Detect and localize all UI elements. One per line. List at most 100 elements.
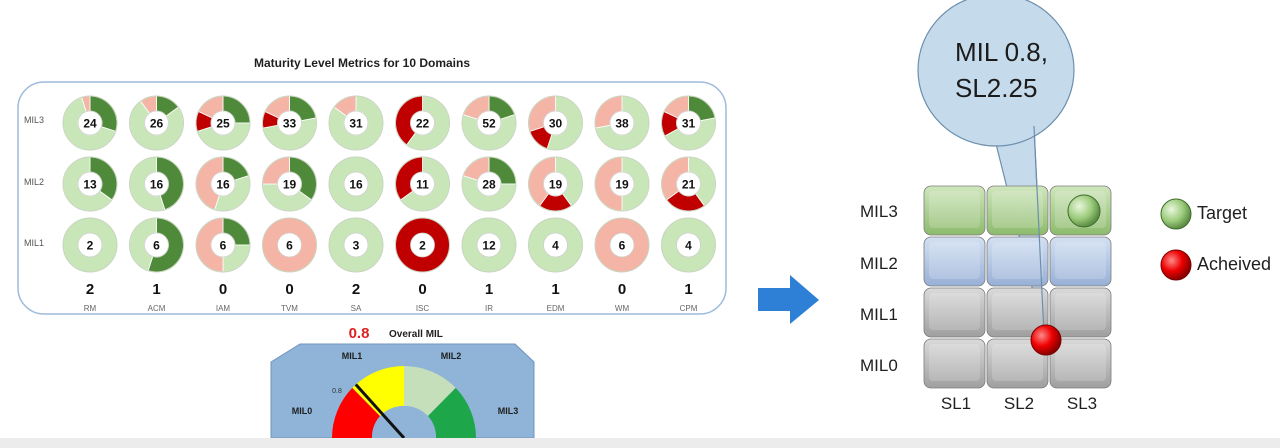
legend-target-icon (1160, 198, 1192, 230)
donut-outline (528, 217, 583, 273)
gauge-sector-mil0 (332, 387, 380, 438)
domain-name-ir: IR (485, 304, 493, 313)
callout-line-2: SL2.25 (955, 73, 1038, 103)
donut-hole (676, 110, 701, 136)
donut-hole (77, 232, 103, 258)
grid-cell-mil2-sl3 (1049, 236, 1112, 287)
donut-hole (543, 171, 568, 197)
panel-title: Maturity Level Metrics for 10 Domains (254, 56, 470, 70)
donut-outline (195, 95, 251, 151)
domain-score-sa: 2 (352, 281, 360, 298)
donut-total: 26 (150, 117, 164, 131)
donut-cpm-mil1: 4 (661, 217, 716, 273)
donut-tvm-mil2: 19 (262, 156, 317, 212)
donut-segment (661, 218, 716, 272)
callout-bubble (917, 0, 1075, 147)
donut-outline (661, 95, 716, 151)
donut-outline (129, 217, 184, 273)
donut-hole (410, 232, 435, 258)
donut-hole (144, 110, 169, 136)
donut-total: 28 (482, 178, 496, 192)
grid-cell-mil3-sl1 (923, 185, 986, 236)
donut-total: 6 (153, 239, 160, 253)
donut-outline (594, 217, 650, 273)
overall-mil-value: 0.8 (349, 325, 370, 342)
donut-cpm-mil2: 21 (661, 156, 716, 212)
donut-segment (462, 218, 516, 272)
donut-outline (461, 217, 517, 273)
donut-hole (77, 171, 103, 197)
legend-achieved-label: Acheived (1197, 254, 1272, 274)
donut-grid: 241322RM261661ACM251660IAM331960TVM31163… (62, 95, 716, 313)
donut-hole (343, 171, 369, 197)
callout-pointer (1033, 125, 1045, 336)
legend-target-label: Target (1197, 203, 1248, 223)
donut-tvm-mil3: 33 (262, 95, 317, 151)
donut-outline (528, 156, 583, 212)
domain-name-isc: ISC (416, 304, 430, 313)
donut-outline (62, 217, 118, 273)
target-marker (1067, 194, 1101, 228)
donut-total: 4 (685, 239, 692, 253)
achieved-marker (1030, 324, 1062, 356)
grid-cell-mil1-sl3 (1049, 287, 1112, 338)
donut-outline (461, 156, 517, 212)
donut-total: 16 (150, 178, 164, 192)
grid-cell-mil0-sl2 (986, 338, 1049, 389)
donut-hole (609, 110, 635, 136)
row-label-mil1: MIL1 (24, 238, 44, 248)
donut-segment (63, 218, 117, 272)
donut-outline (195, 156, 251, 212)
donut-outline (328, 217, 384, 273)
donut-segment (329, 218, 383, 272)
donut-outline (395, 95, 450, 151)
donut-wm-mil1: 6 (594, 217, 650, 273)
donut-ir-mil2: 28 (461, 156, 517, 212)
bottom-strip (0, 438, 1280, 448)
donut-rm-mil1: 2 (62, 217, 118, 273)
right-arrow-icon (758, 275, 819, 324)
domain-score-ir: 1 (485, 281, 493, 298)
donut-total: 21 (682, 178, 696, 192)
donut-sa-mil1: 3 (328, 217, 384, 273)
gauge-needle-label: 0.8 (332, 388, 342, 395)
donut-hole (277, 232, 302, 258)
grid-col-label-sl3: SL3 (1066, 394, 1098, 413)
legend-achieved-icon (1160, 249, 1192, 281)
donut-hole (410, 110, 435, 136)
gauge-label-mil0: MIL0 (292, 406, 313, 416)
donut-hole (343, 110, 369, 136)
grid-cell-mil2-sl1 (923, 236, 986, 287)
donut-outline (262, 156, 317, 212)
donut-wm-mil2: 19 (594, 156, 650, 212)
donut-total: 33 (283, 117, 297, 131)
donut-total: 2 (87, 239, 94, 253)
donut-hole (476, 232, 502, 258)
donut-total: 19 (615, 178, 629, 192)
domain-score-tvm: 0 (285, 281, 293, 298)
overall-mil-title: Overall MIL (389, 329, 443, 340)
donut-segment (595, 218, 649, 272)
donut-hole (543, 110, 568, 136)
donut-total: 16 (216, 178, 230, 192)
donut-hole (77, 110, 103, 136)
donut-hole (277, 110, 302, 136)
grid-row-label-mil2: MIL2 (860, 254, 898, 273)
donut-total: 19 (283, 178, 297, 192)
donut-outline (62, 95, 118, 151)
donut-segment (395, 218, 450, 272)
gauge-label-mil3: MIL3 (498, 406, 519, 416)
donut-total: 22 (416, 117, 430, 131)
donut-edm-mil1: 4 (528, 217, 583, 273)
donut-hole (676, 171, 701, 197)
donut-outline (395, 217, 450, 273)
donut-outline (262, 95, 317, 151)
donut-isc-mil1: 2 (395, 217, 450, 273)
donut-outline (661, 217, 716, 273)
donut-total: 52 (482, 117, 496, 131)
donut-hole (144, 232, 169, 258)
donut-edm-mil3: 30 (528, 95, 583, 151)
donut-iam-mil1: 6 (195, 217, 251, 273)
donut-outline (461, 95, 517, 151)
donut-rm-mil2: 13 (62, 156, 118, 212)
